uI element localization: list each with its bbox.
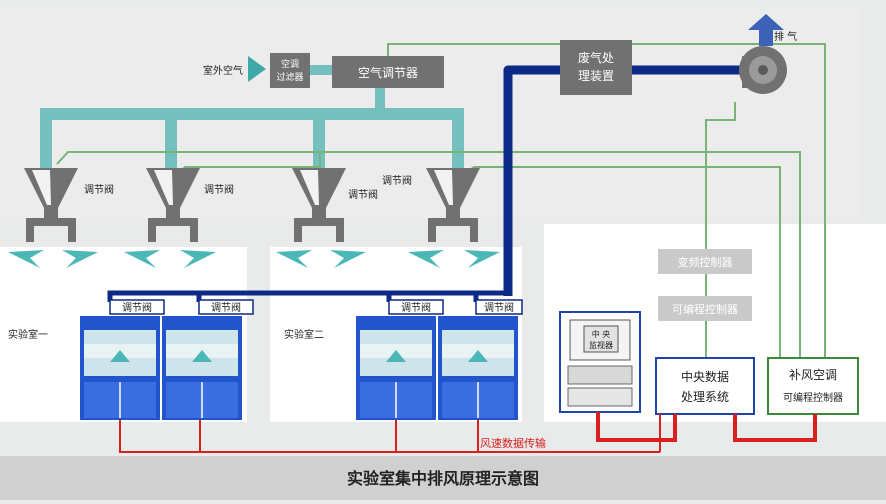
exhaust-treatment-label-1: 废气处	[578, 50, 614, 65]
exhaust-up-arrow-icon	[748, 14, 784, 30]
hood-valve-4	[475, 299, 523, 315]
diagram-title: 实验室集中排风原理示意图	[347, 469, 539, 488]
makeup-air-label-2: 可编程控制器	[783, 391, 843, 404]
monitor-label-line-2: 监视器	[589, 340, 613, 350]
valve-label-1: 调节阀	[84, 183, 114, 196]
exhaust-stack	[759, 30, 773, 46]
central-data-system	[655, 357, 755, 415]
plc-controller-label: 可编程控制器	[672, 302, 738, 316]
title-bar	[0, 456, 886, 500]
filter-label-line-1: 空调	[281, 58, 299, 70]
makeup-air-label-1: 补风空调	[789, 368, 837, 382]
central-data-label-1: 中央数据	[681, 369, 729, 384]
monitor-label-line-1: 中 央	[592, 329, 611, 339]
central-data-label-2: 处理系统	[681, 390, 729, 404]
exhaust-duct	[503, 65, 742, 296]
filter-label-line-2: 过滤器	[276, 71, 303, 83]
exhaust-treatment-unit	[560, 40, 632, 95]
makeup-air-controller	[767, 357, 859, 415]
central-monitor-computer	[559, 311, 641, 413]
outdoor-air-label: 室外空气	[203, 64, 243, 77]
fume-hood-1	[80, 316, 160, 420]
vfd-controller	[658, 249, 752, 274]
supply-diffuser-1	[24, 168, 78, 242]
hood-valve-label-2: 调节阀	[211, 301, 241, 314]
hood-valve-label-3: 调节阀	[401, 301, 431, 314]
fume-hood-2	[162, 316, 242, 420]
supply-diffuser-3	[292, 168, 346, 242]
valve-label-3: 调节阀	[348, 188, 378, 201]
lab-one-label: 实验室一	[8, 328, 48, 341]
plc-controller	[658, 296, 752, 321]
hood-valve-label-4: 调节阀	[484, 301, 514, 314]
air-speed-transfer-label: 风速数据传输	[480, 436, 546, 450]
supply-diffuser-4	[426, 168, 480, 242]
air-conditioner-label: 空气调节器	[358, 65, 418, 80]
hood-valve-2	[198, 299, 254, 315]
lab-two-label: 实验室二	[284, 328, 324, 341]
fume-hood-4	[438, 316, 518, 420]
hood-valve-3	[388, 299, 444, 315]
exhaust-fan-icon	[739, 46, 787, 94]
airflow-arrows	[8, 250, 500, 268]
supply-diffuser-2	[146, 168, 200, 242]
exhaust-treatment-label-2: 理装置	[578, 69, 614, 83]
fume-hood-3	[356, 316, 436, 420]
valve-label-4: 调节阀	[382, 174, 412, 187]
hood-valve-label-1: 调节阀	[122, 301, 152, 314]
valve-label-2: 调节阀	[204, 183, 234, 196]
air-filter	[270, 53, 310, 88]
vfd-controller-label: 变频控制器	[678, 255, 733, 269]
hood-valve-1	[109, 299, 165, 315]
exhaust-label: 排 气	[774, 30, 797, 43]
air-speed-signal-lines	[119, 414, 661, 453]
air-conditioner	[332, 56, 444, 88]
outdoor-air-arrow-icon	[248, 56, 266, 82]
controller-signal-lines	[596, 412, 817, 442]
